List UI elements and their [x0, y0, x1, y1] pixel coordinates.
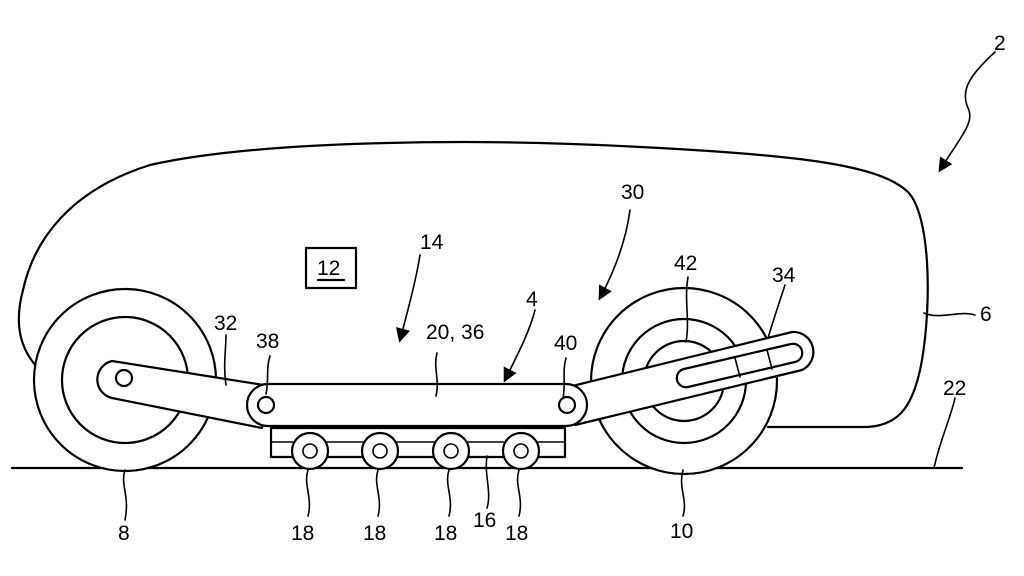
vehicle-body [17, 141, 929, 429]
roller-3 [431, 431, 471, 471]
label-2: 2 [994, 32, 1006, 55]
label-18a: 18 [291, 522, 314, 545]
front-arm [558, 330, 815, 427]
label-32: 32 [214, 312, 237, 335]
component-box-12 [304, 246, 358, 290]
beam-pivot-right [557, 395, 577, 415]
label-22: 22 [943, 377, 966, 400]
label-42: 42 [674, 252, 697, 275]
roller-1 [290, 431, 330, 471]
label-10: 10 [670, 520, 693, 543]
beam [245, 382, 589, 428]
label-6: 6 [980, 303, 992, 326]
label-16: 16 [473, 509, 496, 532]
label-14: 14 [420, 231, 444, 254]
label-30: 30 [621, 181, 644, 204]
label-18d: 18 [505, 522, 528, 545]
label-8: 8 [118, 522, 130, 545]
label-12: 12 [317, 257, 340, 280]
beam-pivot-left [256, 395, 276, 415]
label-18b: 18 [363, 522, 386, 545]
rear-arm [96, 359, 272, 430]
leader-lines [122, 276, 976, 521]
roller-2 [360, 431, 400, 471]
arrows [396, 51, 996, 383]
label-40: 40 [554, 332, 577, 355]
label-20-36: 20, 36 [426, 321, 484, 344]
rear-arm-pivot [114, 368, 134, 388]
label-34: 34 [772, 264, 796, 287]
label-18c: 18 [434, 522, 457, 545]
front-arm-slot [675, 342, 804, 389]
label-38: 38 [256, 330, 279, 353]
label-4: 4 [526, 288, 538, 311]
roller-4 [501, 431, 541, 471]
